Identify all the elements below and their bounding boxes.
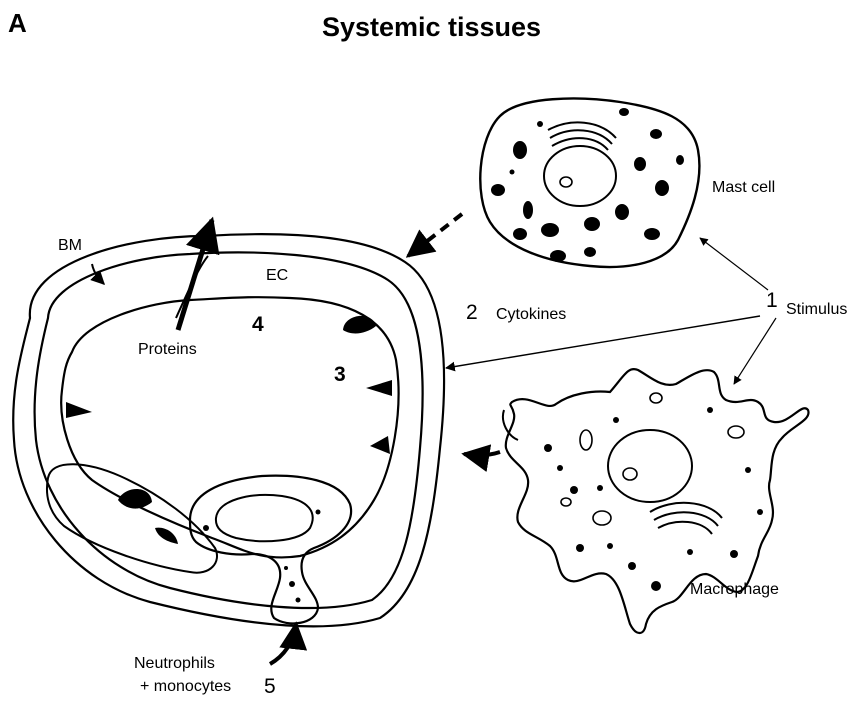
step-3: 3 xyxy=(334,364,346,385)
granule xyxy=(644,228,660,240)
granule xyxy=(513,228,527,240)
vessel-basement-membrane xyxy=(13,234,444,626)
granule xyxy=(296,598,301,603)
mast-cell-release-arrow xyxy=(408,214,462,256)
vacuole xyxy=(728,426,744,438)
stimulus-to-macrophage-line xyxy=(734,318,776,384)
granule xyxy=(607,543,613,549)
granule xyxy=(316,510,321,515)
granule xyxy=(650,129,662,139)
granule xyxy=(651,581,661,591)
granule xyxy=(550,250,566,262)
granule xyxy=(284,566,288,570)
golgi xyxy=(552,138,608,150)
granule xyxy=(584,217,600,231)
macrophage-release-arrow xyxy=(464,452,500,455)
granule xyxy=(513,141,527,159)
adhesion-marker xyxy=(370,436,390,454)
neutrophils-label: Neutrophils xyxy=(134,656,215,672)
granule xyxy=(707,407,713,413)
macrophage-pseudopod xyxy=(503,410,518,440)
mast-cell-label: Mast cell xyxy=(712,180,775,196)
stimulus-to-mast-line xyxy=(700,238,768,290)
mast-cell-nucleolus xyxy=(560,177,572,187)
mast-cell-nucleus xyxy=(544,146,616,206)
vacuole xyxy=(580,430,592,450)
granule xyxy=(289,581,295,587)
granule xyxy=(613,417,619,423)
granule xyxy=(523,201,533,219)
cytokines-line xyxy=(446,316,760,368)
granule xyxy=(757,509,763,515)
macrophage-nucleus xyxy=(608,430,692,502)
adhesion-marker xyxy=(66,402,92,418)
granule xyxy=(557,465,563,471)
granule xyxy=(730,550,738,558)
granule xyxy=(570,486,578,494)
granule xyxy=(537,121,543,127)
figure-title: Systemic tissues xyxy=(0,14,863,41)
granule xyxy=(203,525,209,531)
granule xyxy=(491,184,505,196)
vacuole xyxy=(561,498,571,506)
granule xyxy=(619,108,629,116)
ec-label: EC xyxy=(266,268,288,284)
neutrophil-cell xyxy=(190,476,351,624)
step-5: 5 xyxy=(264,676,276,697)
vacuole xyxy=(593,511,611,525)
lower-endothelial-cell xyxy=(47,464,217,572)
macrophage-nucleolus xyxy=(623,468,637,480)
nucleus-blob xyxy=(155,528,178,544)
neutrophils-arrow xyxy=(270,624,296,664)
vacuole xyxy=(650,393,662,403)
granule xyxy=(544,444,552,452)
granule xyxy=(655,180,669,196)
granule xyxy=(597,485,603,491)
bm-label: BM xyxy=(58,238,82,254)
adhesion-marker xyxy=(366,380,392,396)
macrophage-label: Macrophage xyxy=(690,582,779,598)
granule xyxy=(745,467,751,473)
golgi xyxy=(658,522,712,534)
granule xyxy=(687,549,693,555)
monocytes-label: + monocytes xyxy=(140,679,231,695)
cytokines-label: Cytokines xyxy=(496,307,566,323)
granule xyxy=(541,223,559,237)
step-2: 2 xyxy=(466,302,478,323)
vessel-lumen xyxy=(61,297,398,557)
golgi xyxy=(654,512,718,526)
granule xyxy=(615,204,629,220)
step-4: 4 xyxy=(252,314,264,335)
proteins-label: Proteins xyxy=(138,342,197,358)
neutrophil-nucleus xyxy=(216,495,313,541)
granule xyxy=(676,155,684,165)
nucleus-blob xyxy=(118,489,152,509)
stimulus-label: Stimulus xyxy=(786,302,847,318)
granule xyxy=(584,247,596,257)
granule xyxy=(576,544,584,552)
nucleus-blob xyxy=(343,316,376,334)
granule xyxy=(628,562,636,570)
step-1: 1 xyxy=(766,290,778,311)
granule xyxy=(510,170,515,175)
granule xyxy=(634,157,646,171)
